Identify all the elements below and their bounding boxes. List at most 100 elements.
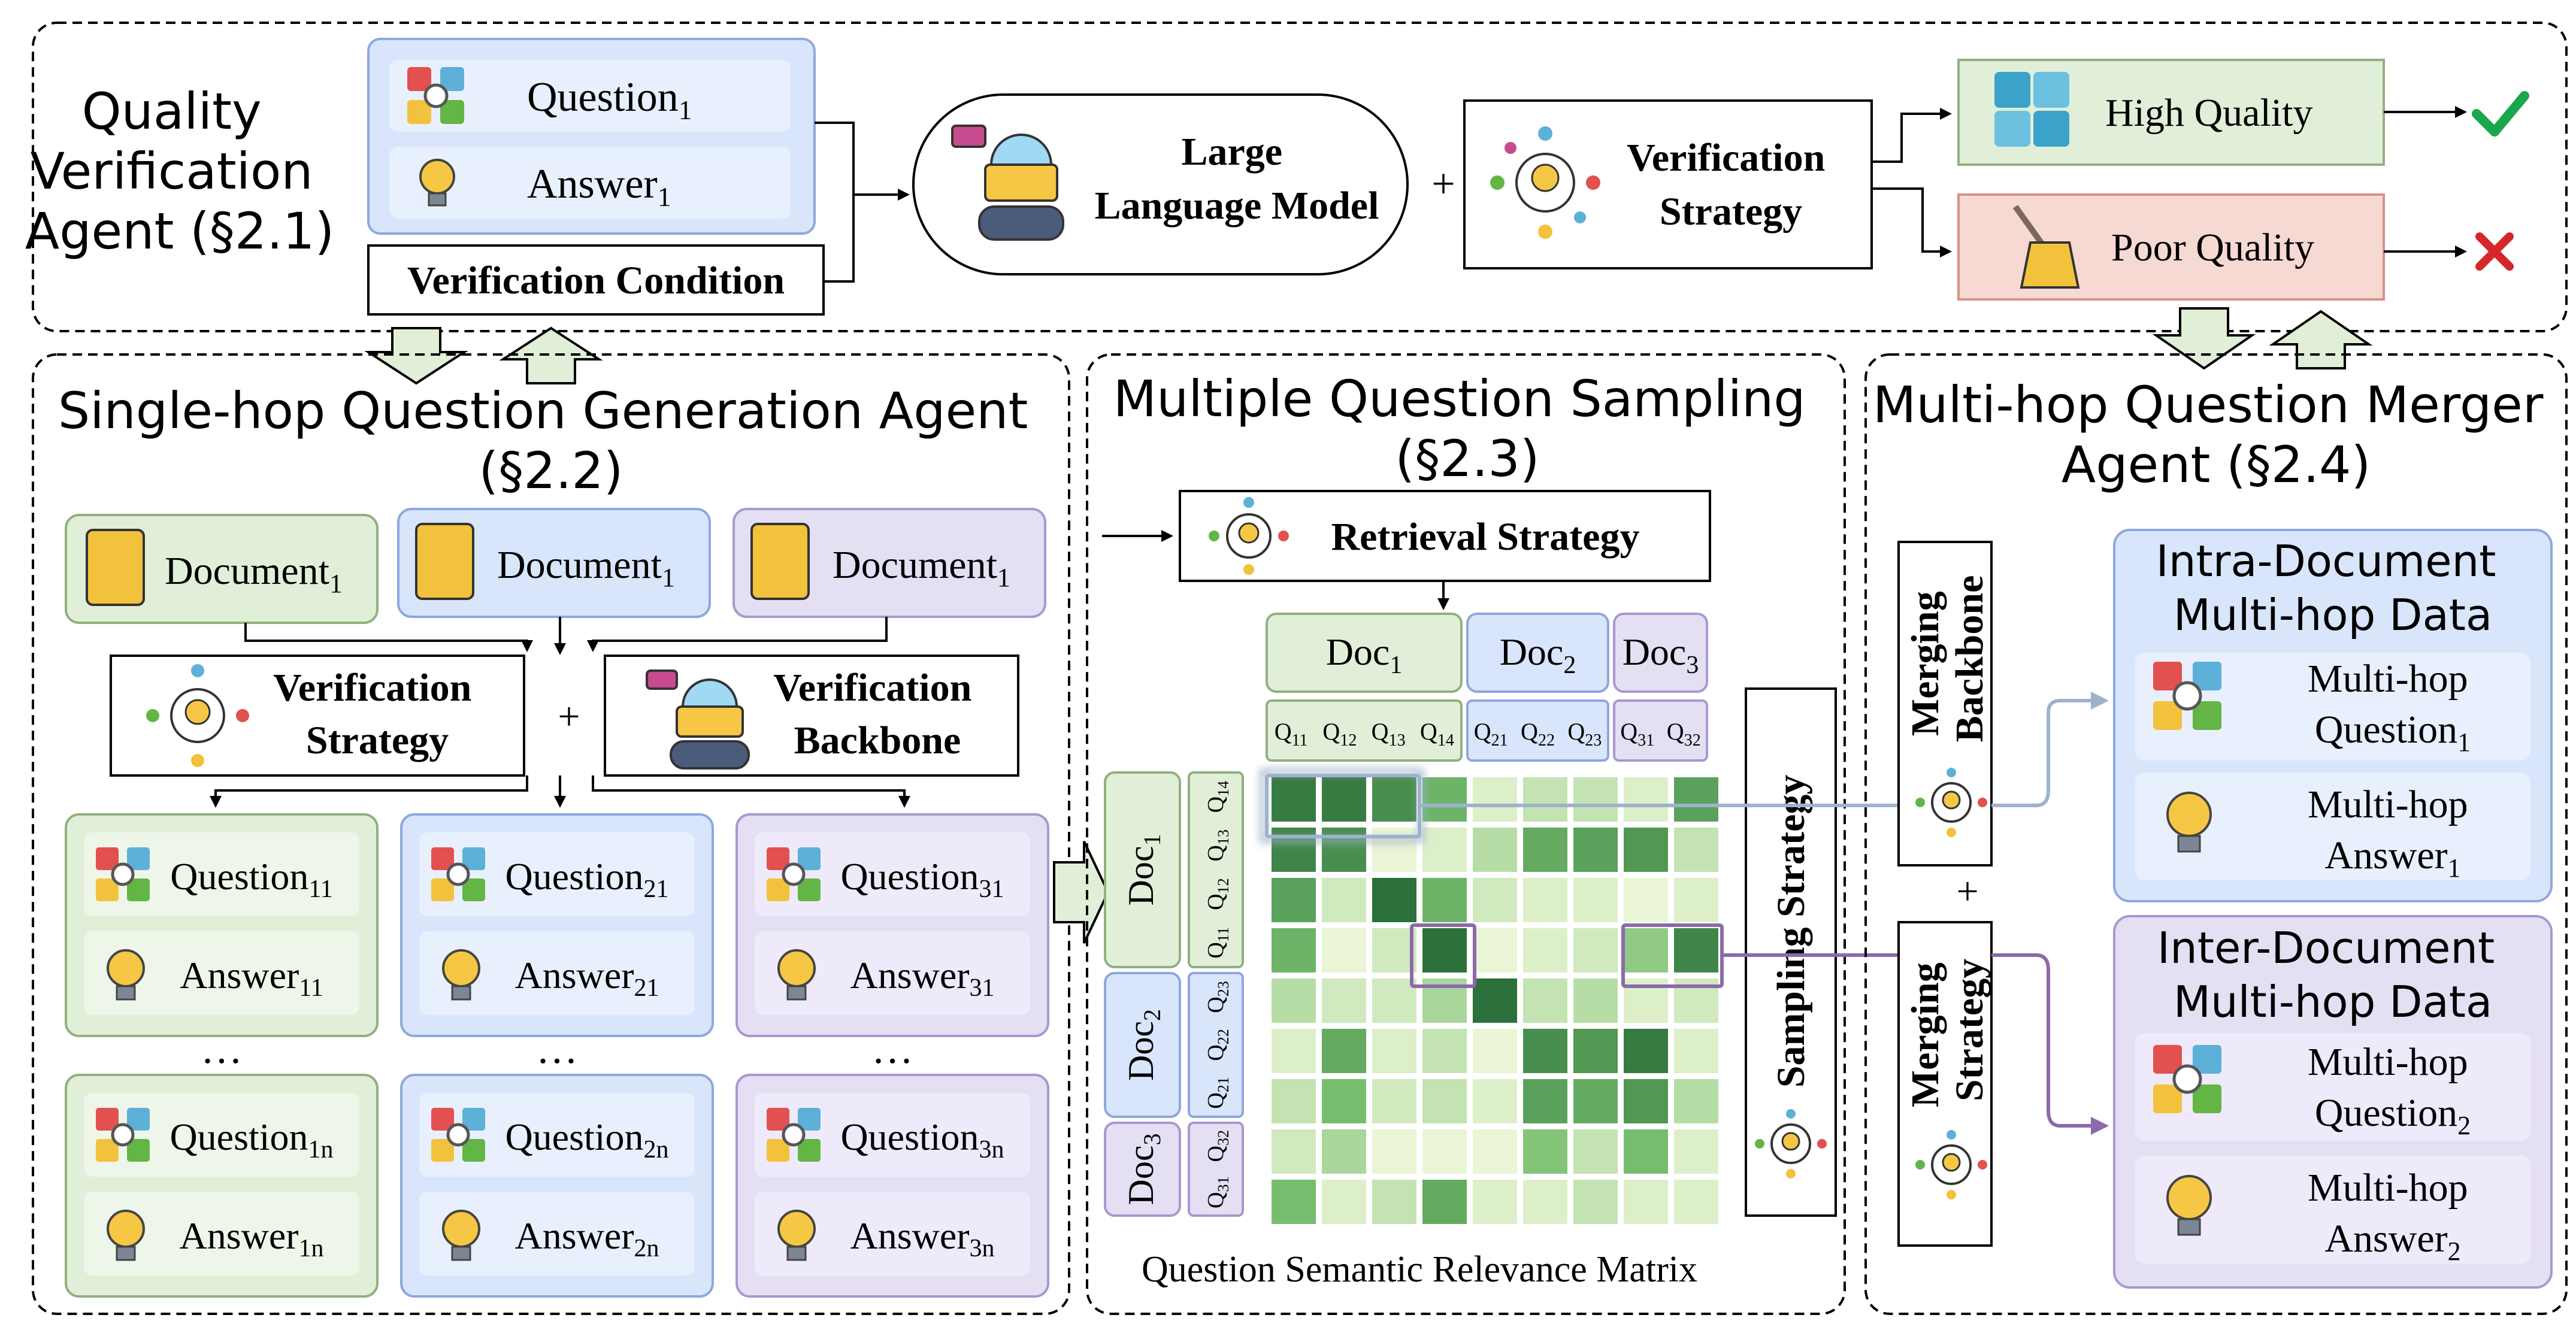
puzzle-gear-icon [96, 1108, 150, 1162]
inter-answer-label: Multi-hop Answer2 [2308, 1166, 2478, 1266]
question-label: Question21 [505, 855, 668, 903]
top-section-frame [32, 22, 2568, 332]
connector-arrow [210, 775, 528, 808]
answer-label: Answer11 [180, 954, 323, 1002]
matrix-cell [1422, 1029, 1467, 1073]
bulb-icon [777, 1210, 816, 1261]
sh-plus: + [558, 695, 580, 738]
matrix-cell [1624, 828, 1668, 872]
matrix-cell [1372, 777, 1416, 822]
question-label: Question2n [505, 1116, 668, 1164]
question-tick: Q22 [1521, 718, 1555, 750]
matrix-cell [1422, 828, 1467, 872]
question-row [419, 832, 695, 916]
strategy-bulb-icon [1915, 768, 1987, 837]
intra-answer-row [2135, 772, 2530, 880]
robot-icon [951, 125, 1064, 241]
doc-label: Doc3 [1121, 1134, 1166, 1205]
question-tick: Q23 [1567, 718, 1602, 750]
matrix-cell [1573, 1029, 1618, 1073]
answer-row [419, 931, 695, 1015]
question-tick: Q14 [1203, 781, 1232, 813]
matrix-cell [1372, 1029, 1416, 1073]
question-row [419, 1093, 695, 1177]
merging-strategy-box [1897, 921, 1993, 1247]
matrix-cell [1523, 978, 1567, 1023]
matrix-cell [1322, 1029, 1366, 1073]
top-title: Quality Verification Agent (§2.1) [25, 82, 334, 260]
matrix-cell [1674, 878, 1718, 922]
puzzle-gear-icon [767, 1108, 821, 1162]
matrix-cell [1624, 1129, 1668, 1174]
matrix-cell [1372, 928, 1416, 972]
matrix-cell [1272, 1180, 1316, 1224]
mh-plus: + [1956, 869, 1978, 913]
doc-label: Doc2 [1121, 1009, 1166, 1081]
puzzle-gear-icon [2153, 1045, 2221, 1113]
doc-label: Doc2 [1500, 631, 1576, 679]
matrix-cell [1473, 878, 1517, 922]
matrix-cell [1573, 1129, 1618, 1174]
matrix-cell [1322, 1079, 1366, 1123]
matrix-cell [1272, 978, 1316, 1023]
question-tick: Q11 [1203, 927, 1232, 959]
question-tick: Q13 [1203, 829, 1232, 861]
question-row [84, 832, 359, 916]
matrix-cell [1272, 878, 1316, 922]
inter-doc-arrow [1991, 953, 2109, 1135]
strategy-bulb-icon [1490, 126, 1600, 239]
doc-label: Doc3 [1623, 631, 1699, 679]
sh-backbone-label: Verification Backbone [773, 666, 982, 762]
qa-question-label: Question1 [527, 74, 692, 125]
inter-answer-row [2135, 1156, 2530, 1264]
answer-row [84, 931, 359, 1015]
matrix-cell [1372, 1079, 1416, 1123]
puzzle-icon [1994, 72, 2069, 147]
puzzle-gear-icon [2153, 662, 2221, 730]
matrix-cell [1322, 978, 1366, 1023]
matrix-cell [1523, 1129, 1567, 1174]
bulb-icon [777, 949, 816, 1001]
question-tick: Q12 [1322, 718, 1357, 750]
question-row [755, 832, 1030, 916]
matrix-cell [1372, 828, 1416, 872]
matrix-cell [1372, 978, 1416, 1023]
answer-label: Answer1n [179, 1214, 323, 1262]
bulb-icon [107, 949, 145, 1001]
question-row [755, 1093, 1030, 1177]
puzzle-gear-icon [431, 1108, 485, 1162]
down-flow-arrow [2152, 307, 2256, 370]
answer-row [419, 1192, 695, 1276]
folder-icon [750, 523, 810, 600]
matrix-cell [1674, 777, 1718, 822]
qa-answer-row [389, 147, 791, 219]
puzzle-gear-icon [407, 67, 464, 124]
matrix-cell [1523, 878, 1567, 922]
answer-label: Answer21 [514, 954, 659, 1002]
connector-arrow [587, 617, 888, 652]
svg-text:Document1: Document1 [497, 543, 675, 592]
connector-arrow [1872, 187, 1952, 257]
matrix-cell [1523, 928, 1567, 972]
bulb-icon [442, 1210, 480, 1261]
matrix-cell [1573, 978, 1618, 1023]
matrix-cell [1422, 1180, 1467, 1224]
matrix-cell [1272, 1079, 1316, 1123]
matrix-cell [1573, 928, 1618, 972]
poor-quality-label: Poor Quality [2111, 226, 2314, 269]
matrix-cell [1624, 777, 1668, 822]
doc-label: Doc1 [1326, 631, 1403, 679]
strategy-bulb-icon [146, 664, 249, 767]
matrix-cell [1422, 1129, 1467, 1174]
ellipsis: … [871, 1026, 913, 1072]
question-tick: Q31 [1620, 718, 1654, 750]
ellipsis: … [536, 1026, 578, 1072]
matrix-cell [1624, 928, 1668, 972]
matrix-cell [1322, 928, 1366, 972]
matrix-cell [1473, 1129, 1517, 1174]
